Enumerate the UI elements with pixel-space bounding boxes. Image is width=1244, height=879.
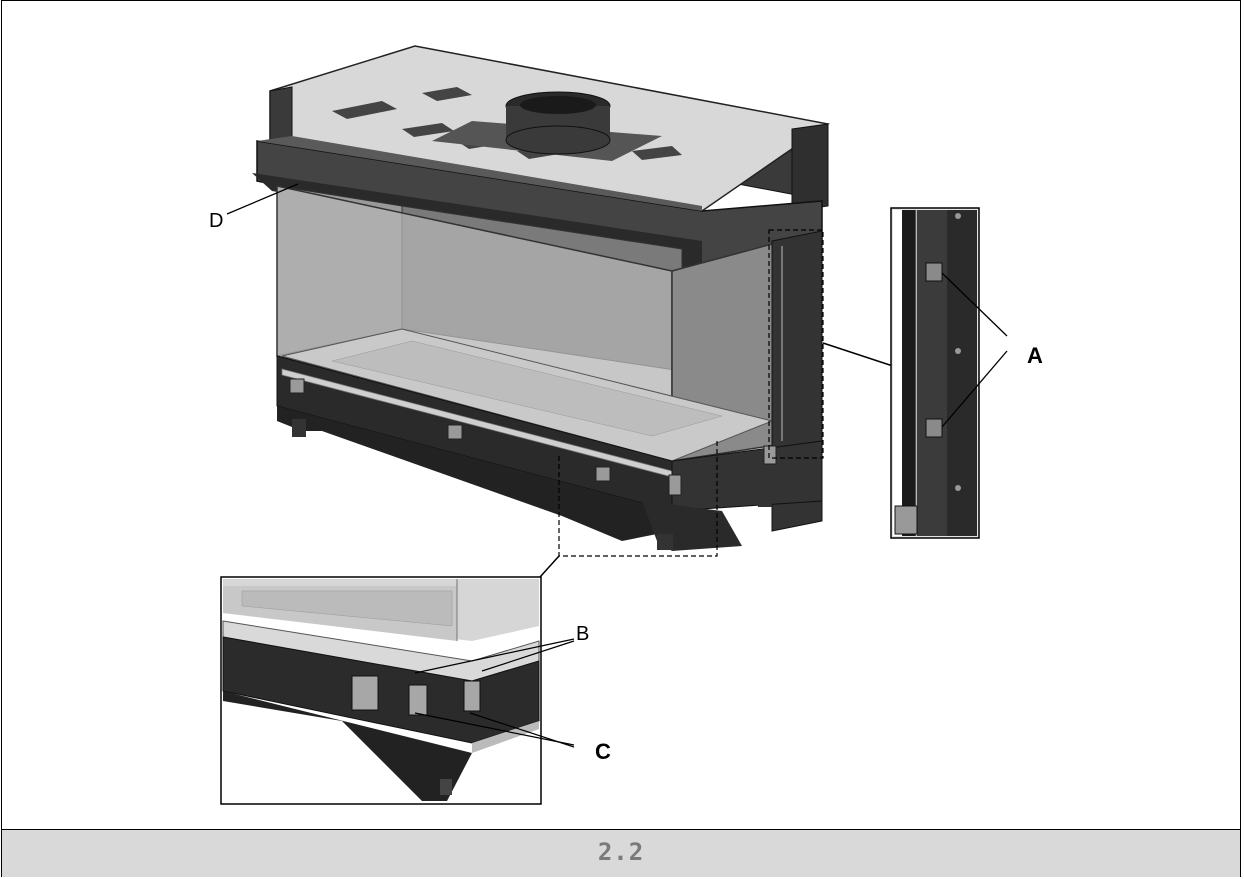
caption-bar: 2.2 bbox=[2, 829, 1240, 877]
fireplace-illustration bbox=[220, 45, 1008, 805]
callout-label-c: C bbox=[595, 739, 611, 764]
figure-caption: 2.2 bbox=[597, 838, 645, 866]
callout-label-a: A bbox=[1027, 343, 1043, 368]
callout-label-d: D bbox=[209, 210, 224, 232]
leader-d bbox=[226, 183, 299, 215]
detail-bc-marker bbox=[558, 441, 718, 557]
detail-bc-panel bbox=[220, 576, 575, 805]
fireplace-insert bbox=[252, 45, 830, 551]
fireplace-diagram: A B C D bbox=[2, 1, 1240, 829]
detail-a-panel bbox=[890, 207, 1008, 539]
callout-label-b: B bbox=[576, 623, 590, 645]
detail-a-marker bbox=[768, 229, 824, 459]
